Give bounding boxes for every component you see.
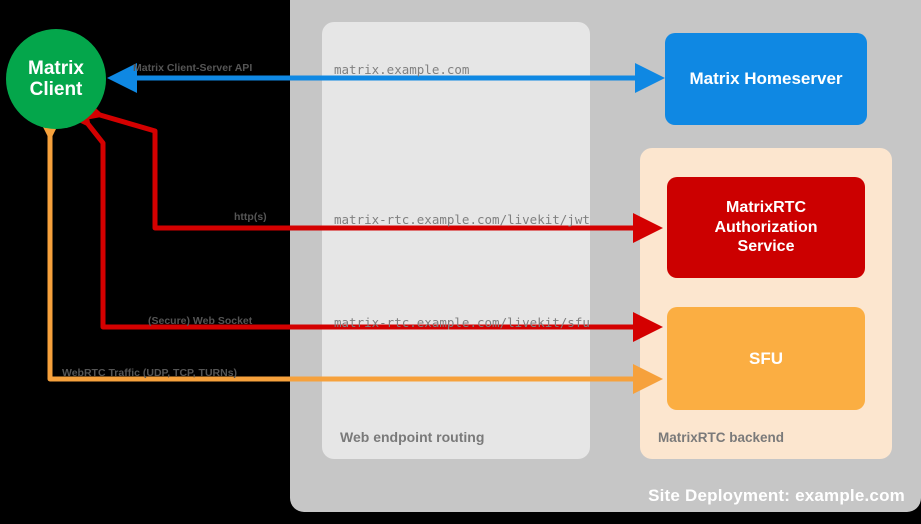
matrix-homeserver-label: Matrix Homeserver [689,69,843,88]
auth-service-label-line2: Authorization [714,218,818,236]
edge-label-cs-api: Matrix Client-Server API [133,62,253,74]
node-matrixrtc-authorization-service[interactable]: MatrixRTC Authorization Service [667,177,865,278]
node-matrix-client[interactable]: Matrix Client [6,29,106,129]
matrix-client-label-line2: Client [29,79,83,100]
node-sfu[interactable]: SFU [667,307,865,410]
auth-service-label-line3: Service [737,238,795,256]
edge-label-webrtc: WebRTC Traffic (UDP, TCP, TURNs) [62,367,238,379]
matrixrtc-backend-label: MatrixRTC backend [658,430,785,445]
edge-webrtc-line [35,111,663,394]
auth-service-label-line1: MatrixRTC [725,199,806,217]
edge-label-livekit-jwt: http(s) [234,211,267,223]
url-label-livekit-sfu: matrix-rtc.example.com/livekit/sfu [334,315,590,330]
site-deployment-label: Site Deployment: example.com [648,486,905,505]
edge-label-livekit-sfu: (Secure) Web Socket [148,315,253,327]
url-label-livekit-jwt: matrix-rtc.example.com/livekit/jwt [334,212,590,227]
web-endpoint-routing-label: Web endpoint routing [340,429,485,445]
node-matrix-homeserver[interactable]: Matrix Homeserver [665,33,867,125]
url-label-matrix: matrix.example.com [334,62,470,77]
matrix-client-label-line1: Matrix [28,57,84,79]
sfu-label: SFU [749,348,783,368]
